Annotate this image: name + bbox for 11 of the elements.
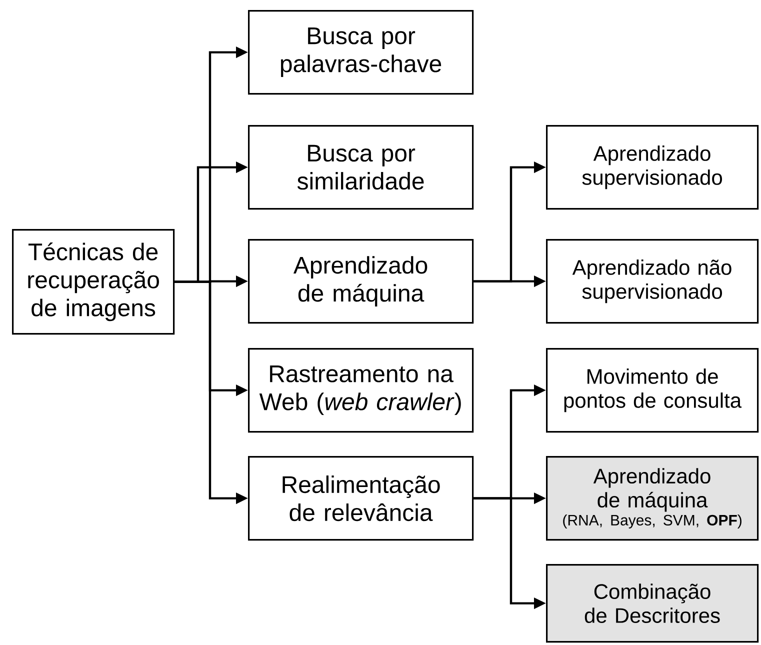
process-box: Aprendizado de máquina xyxy=(248,239,474,324)
process-box: Aprendizado de máquina (RNA, Bayes, SVM, OPF) xyxy=(546,456,759,541)
process-box: Rastreamento na Web (web crawler) xyxy=(248,348,474,433)
process-box: Aprendizado não supervisionado xyxy=(546,239,759,324)
process-box: Aprendizado supervisionado xyxy=(546,125,759,210)
process-box: Realimentação de relevância xyxy=(248,456,474,541)
process-box: Busca por similaridade xyxy=(248,125,474,210)
process-box: Combinação de Descritores xyxy=(546,564,759,643)
process-box: Busca por palavras-chave xyxy=(248,10,474,95)
process-box: Técnicas de recuperação de imagens xyxy=(12,229,175,335)
process-box: Movimento de pontos de consulta xyxy=(546,348,759,433)
